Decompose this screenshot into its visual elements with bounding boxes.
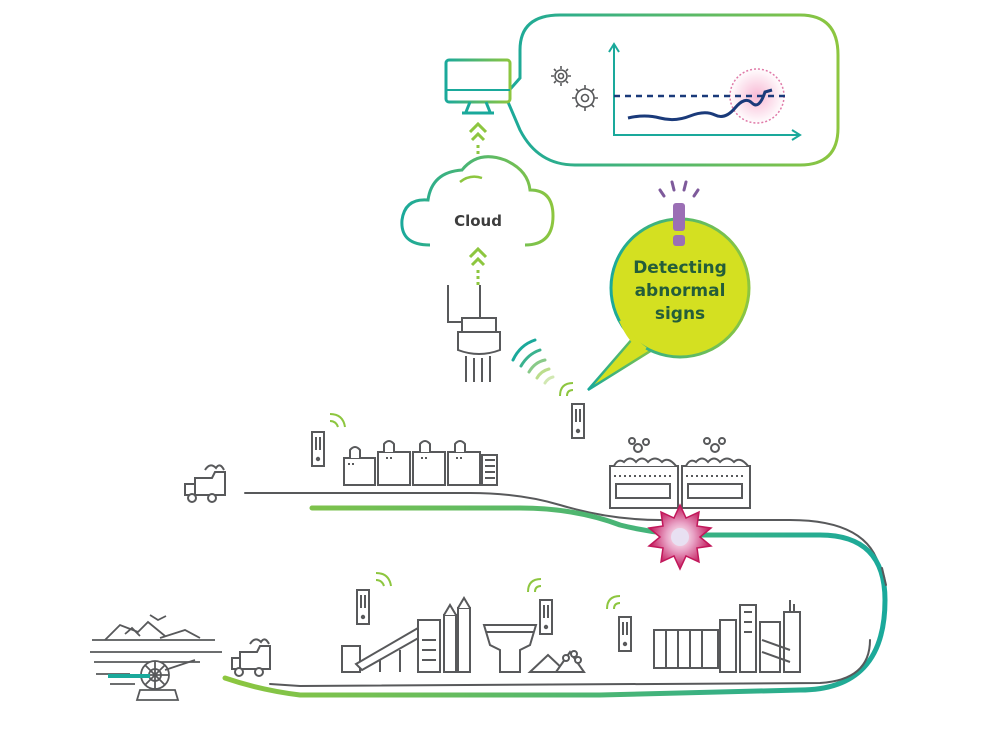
factory-icon — [609, 437, 751, 509]
alert-label-line-1: Detecting — [633, 258, 727, 278]
dashboard-callout — [503, 13, 840, 167]
wireless-signal-icon — [559, 382, 574, 397]
gear-icon — [572, 85, 598, 111]
gear-icon — [551, 66, 571, 86]
process-flow-lines — [222, 492, 888, 698]
mine-excavator-icon — [90, 614, 222, 701]
wireless-signal-icon — [527, 578, 542, 593]
wireless-signal-icon — [511, 338, 555, 385]
factory-icon — [482, 624, 586, 673]
wireless-signal-icon — [329, 413, 346, 428]
alert-burst-icon — [647, 503, 713, 571]
sensor-icon — [311, 431, 325, 467]
exclamation-icon — [658, 180, 700, 246]
wireless-signal-icon — [606, 595, 621, 610]
cloud-label: Cloud — [454, 212, 502, 230]
factory-icon — [343, 440, 498, 486]
alert-label-line-3: signs — [655, 304, 705, 324]
sensor-icon — [539, 599, 553, 635]
upload-arrow-icon — [468, 246, 488, 288]
truck-icon — [231, 638, 271, 677]
truck-icon — [184, 464, 226, 503]
sensor-icon — [571, 403, 585, 439]
cloud-icon: Cloud — [400, 155, 555, 247]
sensor-icon — [356, 589, 370, 625]
factory-icon — [653, 600, 801, 673]
wireless-signal-icon — [375, 572, 392, 587]
trend-chart-icon — [608, 42, 802, 141]
alert-callout: Detecting abnormal signs — [587, 217, 751, 392]
factory-icon — [341, 596, 471, 673]
alert-label-line-2: abnormal — [635, 281, 726, 301]
monitor-icon — [444, 58, 512, 115]
gateway-icon — [447, 285, 501, 382]
sensor-icon — [618, 616, 632, 652]
